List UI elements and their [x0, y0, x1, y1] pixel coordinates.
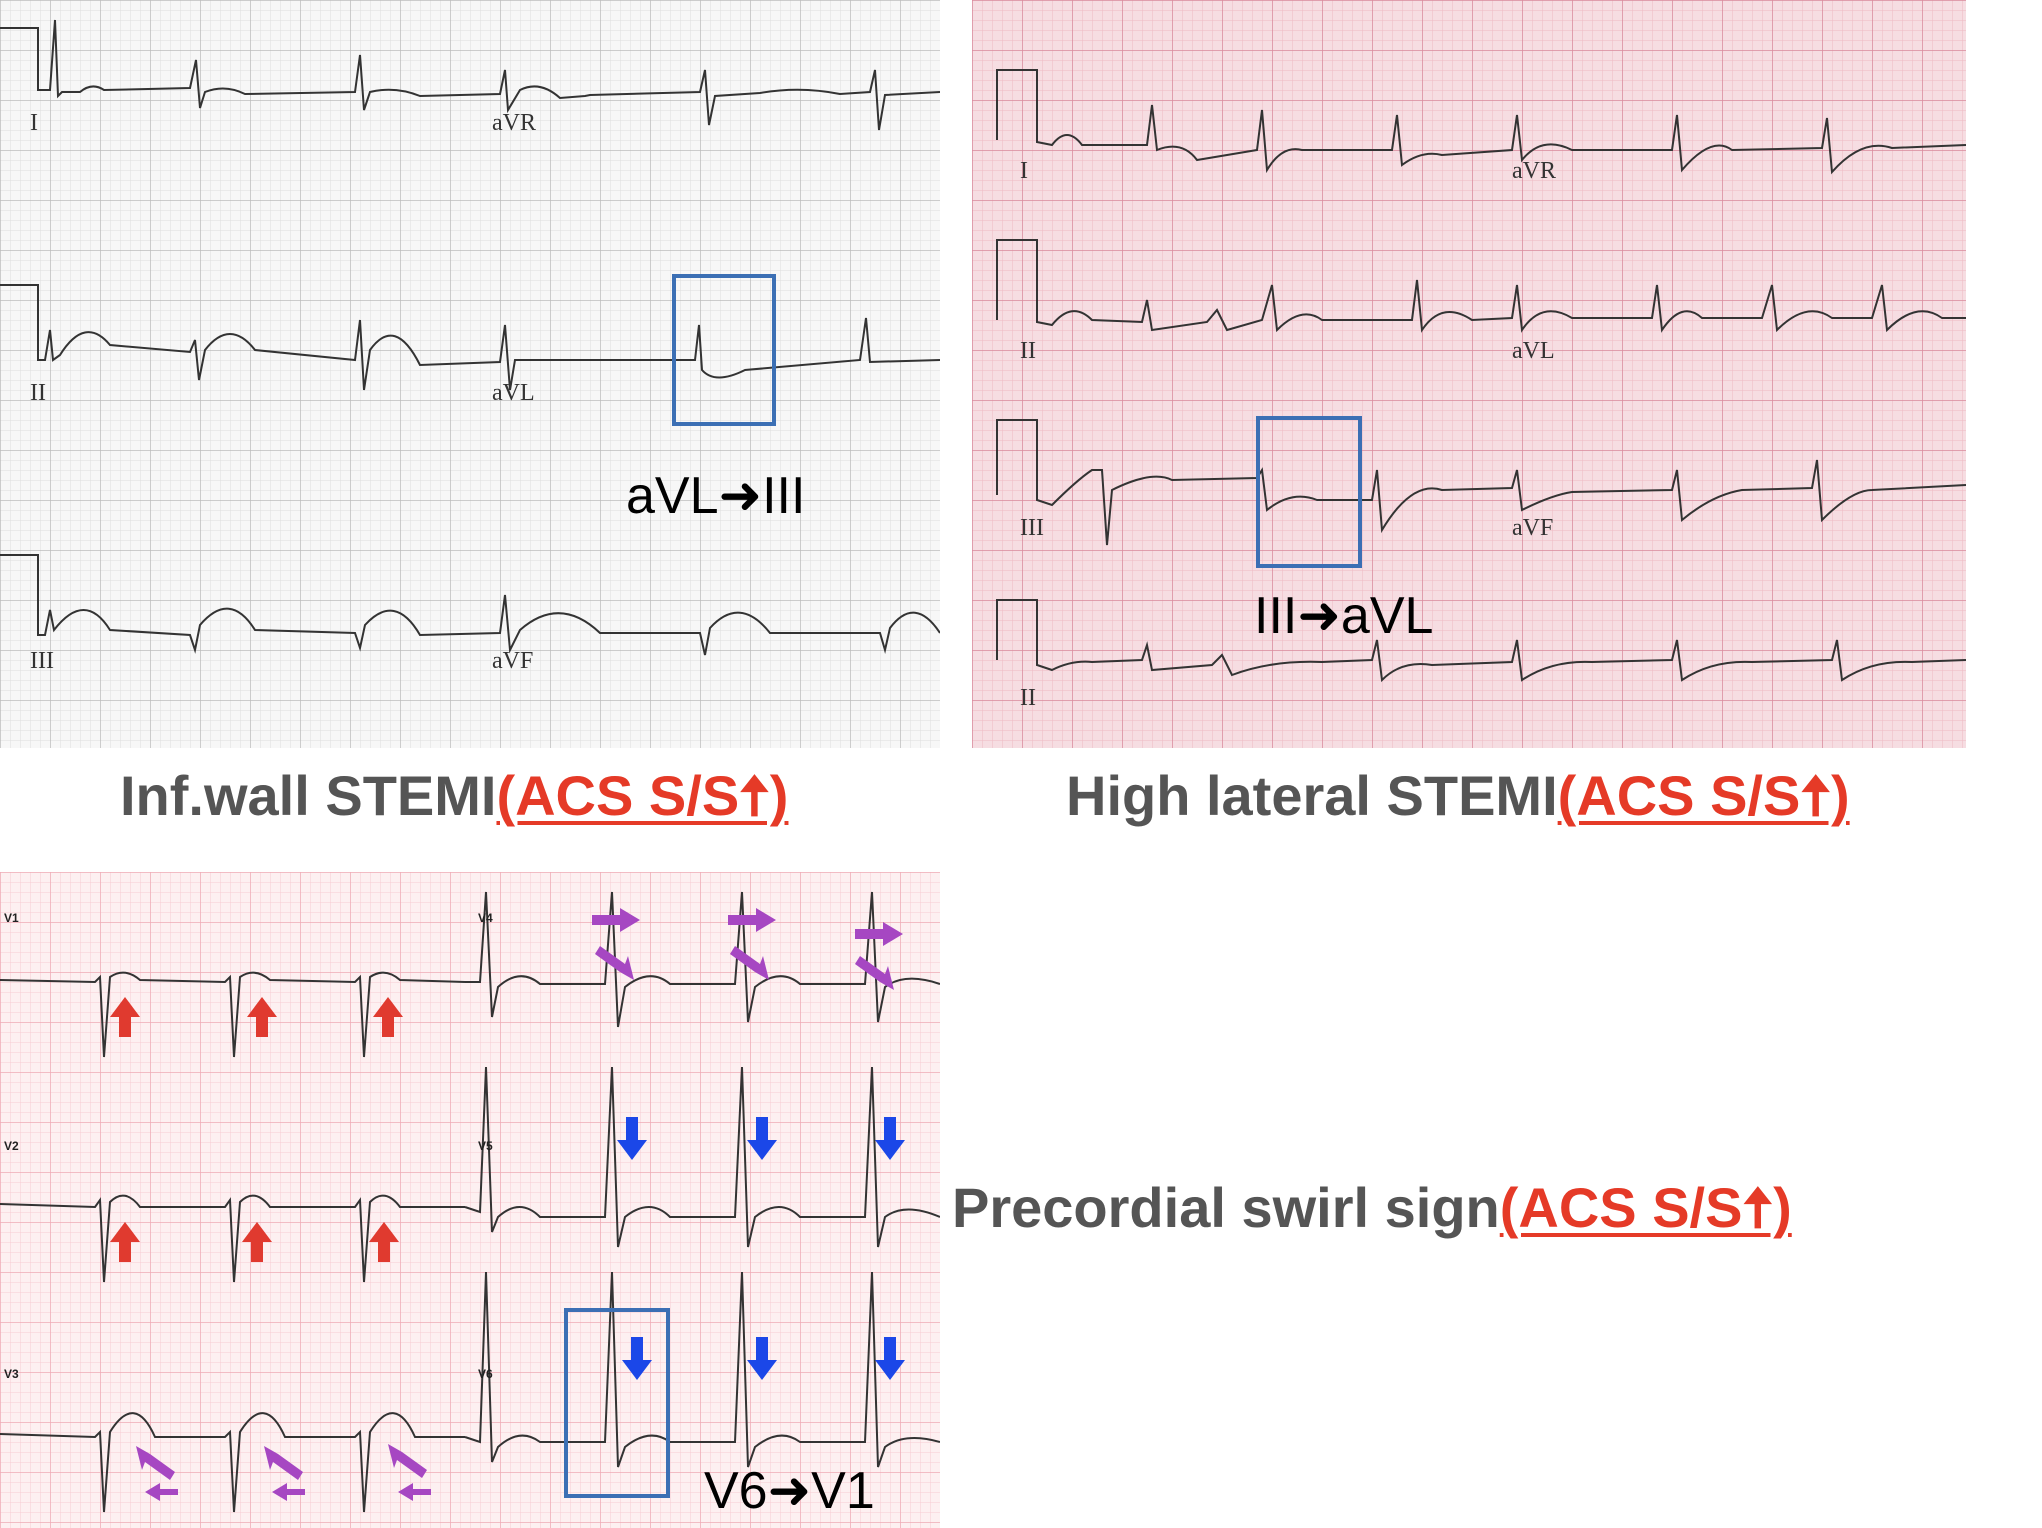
- highlight-box: [1256, 416, 1362, 568]
- precordial-caption: Precordial swirl sign(ACS S/S🠅): [952, 1180, 1792, 1236]
- blue-down-arrow-icon: [617, 1117, 647, 1160]
- inferior-caption: Inf.wall STEMI(ACS S/S🠅): [120, 768, 788, 824]
- purple-up-left-arrow-icon: [264, 1446, 303, 1480]
- precordial-highlight-label: V6➜V1: [704, 1462, 875, 1520]
- lead-label-III: III: [30, 648, 54, 674]
- hl-lead-label-aVF: aVF: [1512, 515, 1553, 541]
- red-up-arrow-icon: [242, 1222, 272, 1262]
- red-up-arrow-icon: [369, 1222, 399, 1262]
- high-lateral-caption-main: High lateral STEMI: [1066, 764, 1558, 827]
- purple-down-right-arrow-icon: [730, 946, 769, 980]
- inferior-caption-acs: (ACS S/S🠅): [496, 764, 789, 827]
- purple-arrows-v4: [592, 908, 903, 990]
- highlight-box: [672, 274, 776, 426]
- inferior-highlight-label: aVL➜III: [626, 467, 806, 525]
- hl-lead-label-aVR: aVR: [1512, 158, 1556, 184]
- purple-arrows-v3: [136, 1444, 431, 1501]
- lead-label-aVR: aVR: [492, 110, 536, 136]
- purple-down-right-arrow-icon: [595, 946, 634, 980]
- lead-label-V3: V3: [4, 1367, 19, 1381]
- red-up-arrows: [110, 997, 403, 1262]
- lead-label-V2: V2: [4, 1139, 19, 1153]
- lead-label-I: I: [30, 110, 38, 136]
- hl-lead-label-II: II: [1020, 338, 1036, 364]
- hl-lead-label-aVL: aVL: [1512, 338, 1555, 364]
- high-lateral-caption: High lateral STEMI(ACS S/S🠅): [1066, 768, 1850, 824]
- red-up-arrow-icon: [110, 997, 140, 1037]
- inferior-caption-main: Inf.wall STEMI: [120, 764, 497, 827]
- lead-label-V5: V5: [478, 1139, 493, 1153]
- red-up-arrow-icon: [247, 997, 277, 1037]
- high-lateral-stemi-ecg: I aVR II aVL III aVF II: [972, 0, 1966, 748]
- highlight-box: [564, 1308, 670, 1498]
- hl-lead-label-III: III: [1020, 515, 1044, 541]
- blue-down-arrow-icon: [875, 1117, 905, 1160]
- lead-label-II: II: [30, 380, 46, 406]
- blue-down-arrow-icon: [747, 1337, 777, 1380]
- purple-right-arrow-icon: [592, 908, 640, 932]
- purple-down-right-arrow-icon: [855, 956, 894, 990]
- hl-lead-label-I: I: [1020, 158, 1028, 184]
- purple-up-left-arrow-icon: [388, 1444, 427, 1478]
- lead-label-aVL: aVL: [492, 380, 535, 406]
- purple-left-arrow-icon: [398, 1483, 431, 1501]
- purple-right-arrow-icon: [855, 922, 903, 946]
- purple-left-arrow-icon: [272, 1483, 305, 1501]
- lead-label-V1: V1: [4, 911, 19, 925]
- red-up-arrow-icon: [373, 997, 403, 1037]
- high-lateral-caption-acs: (ACS S/S🠅): [1557, 764, 1850, 827]
- purple-up-left-arrow-icon: [136, 1446, 175, 1480]
- precordial-caption-acs: (ACS S/S🠅): [1499, 1176, 1792, 1239]
- precordial-caption-main: Precordial swirl sign: [952, 1176, 1500, 1239]
- inferior-stemi-ecg: I aVR II aVL III aVF: [0, 0, 940, 748]
- blue-down-arrows: [617, 1117, 905, 1380]
- high-lateral-highlight-label: III➜aVL: [1254, 587, 1434, 645]
- purple-right-arrow-icon: [728, 908, 776, 932]
- precordial-swirl-ecg: V1 V4 V2 V5 V3 V6: [0, 872, 940, 1528]
- blue-down-arrow-icon: [875, 1337, 905, 1380]
- hl-lead-label-II-rhythm: II: [1020, 685, 1036, 711]
- lead-label-V4: V4: [478, 911, 493, 925]
- blue-down-arrow-icon: [622, 1337, 652, 1380]
- red-up-arrow-icon: [110, 1222, 140, 1262]
- purple-left-arrow-icon: [145, 1483, 178, 1501]
- lead-label-aVF: aVF: [492, 648, 533, 674]
- blue-down-arrow-icon: [747, 1117, 777, 1160]
- lead-label-V6: V6: [478, 1367, 493, 1381]
